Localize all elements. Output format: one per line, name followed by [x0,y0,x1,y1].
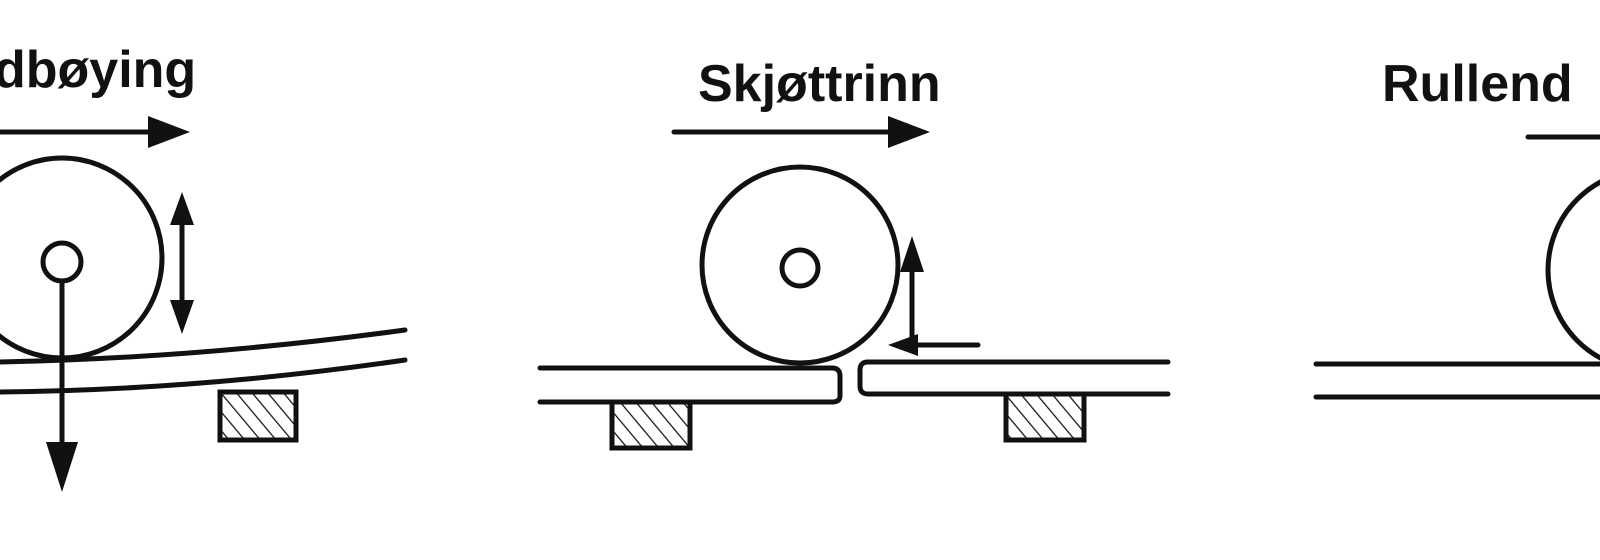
direction-arrow-bending [0,116,190,148]
wheel-hub-joint [779,247,821,289]
panel-rolling [1313,134,1600,400]
down-force-arrow [46,279,78,492]
bent-rail-bottom [0,357,408,395]
panel-title-rolling: Rullend [1382,55,1573,113]
sleeper-joint-right [1003,391,1087,443]
sleeper-joint-left [609,399,693,451]
impact-up-arrow [900,236,924,348]
panel-joint-step [537,116,1171,451]
panel-title-joint-step: Skjøttrinn [698,55,941,113]
rail-left-joint [537,365,843,405]
wheel-rolling [1545,179,1600,361]
deflection-double-arrow [170,192,194,334]
direction-arrow-joint [671,116,930,148]
panel-title-bending: dbøying [0,41,197,99]
impact-back-arrow [888,334,981,356]
bent-rail-top [0,327,408,365]
wheel-joint [699,164,901,366]
panel-bending [0,116,408,492]
sleeper-bending [217,389,299,443]
wheel-hub-bending [40,240,84,284]
rail-right-joint [857,359,1171,397]
